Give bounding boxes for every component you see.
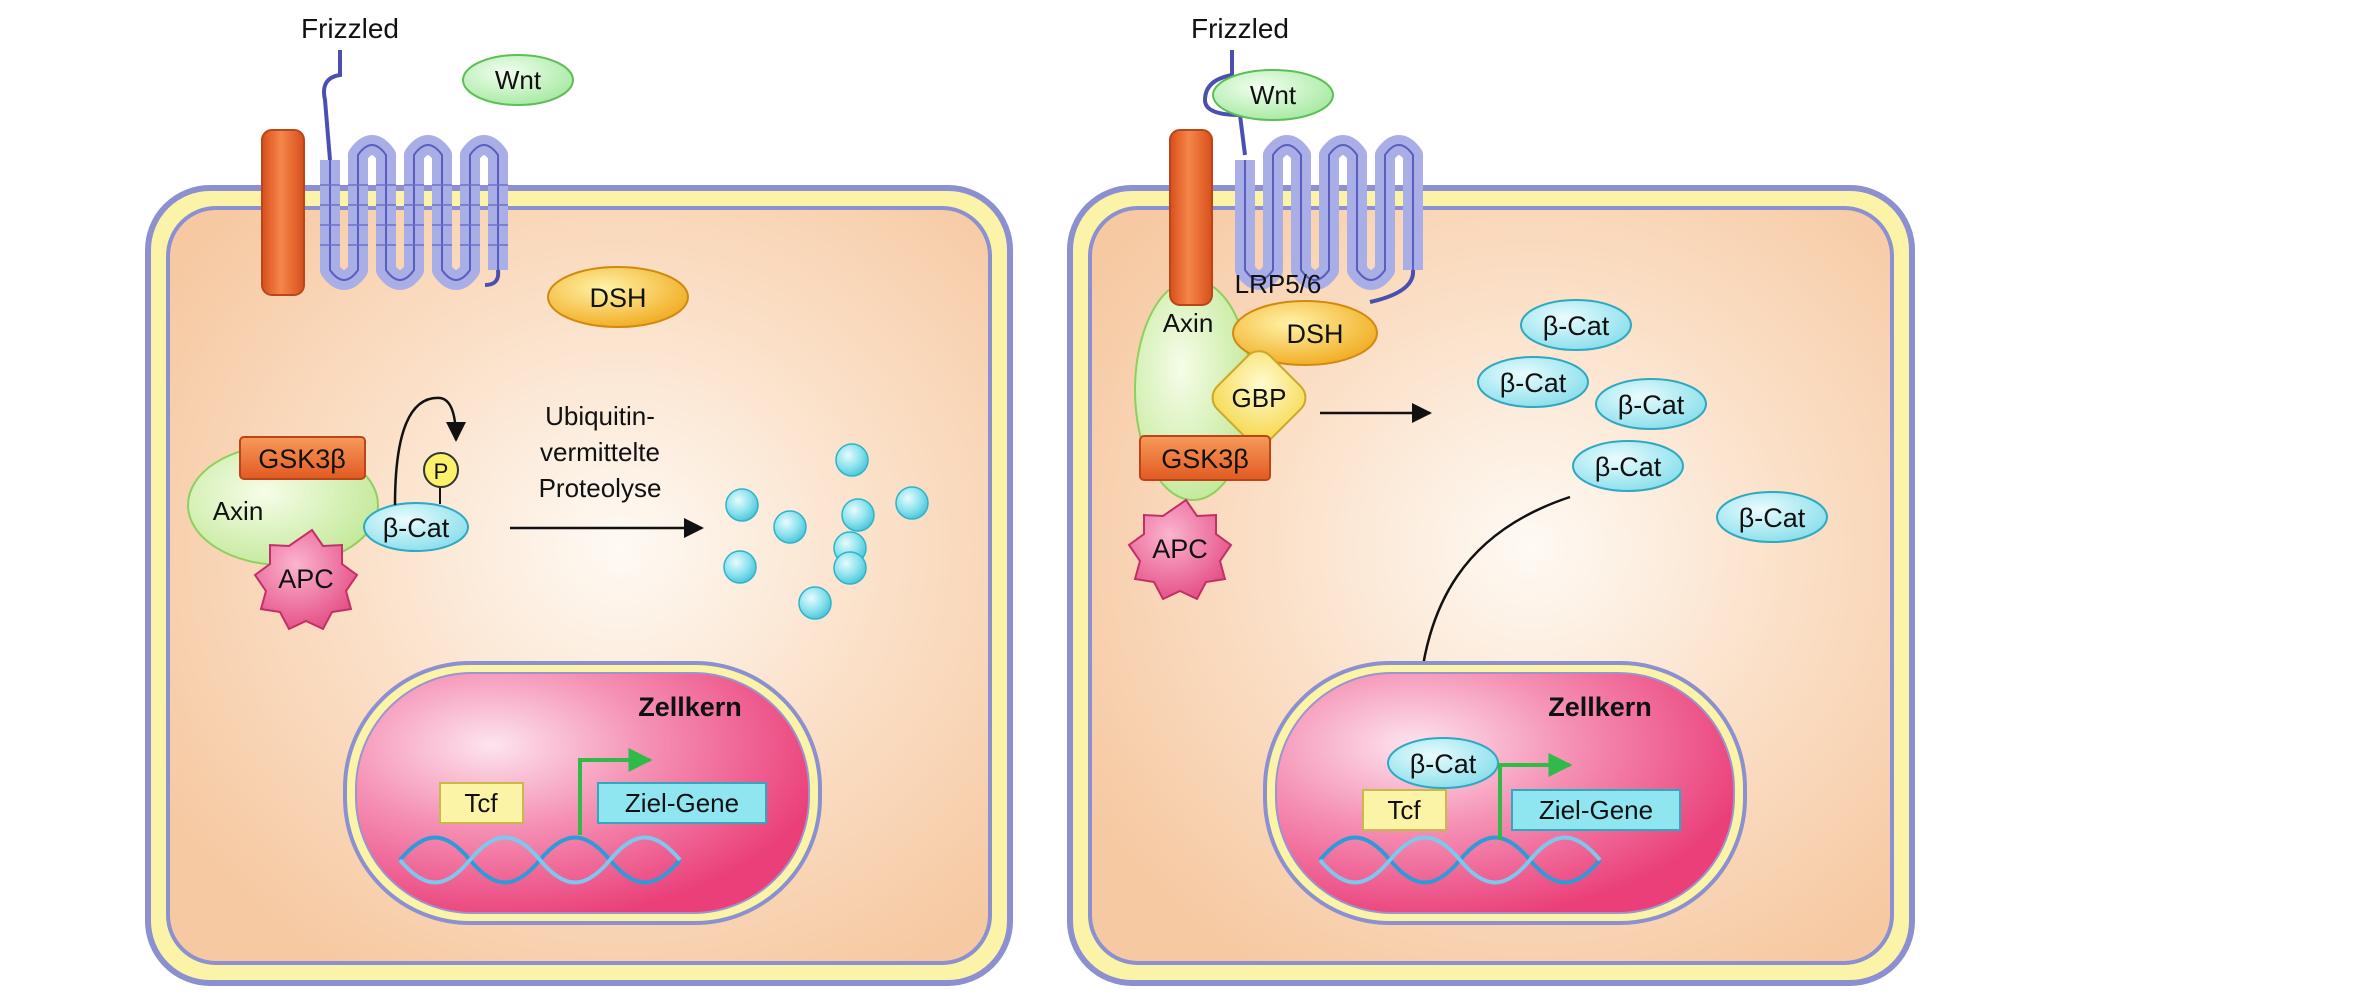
right-target-genes-label: Ziel-Gene [1539,795,1653,825]
left-bcat-label: β-Cat [383,513,450,543]
bcat-protein [1520,299,1632,351]
fragment-ball [723,550,757,584]
left-frizzled-receptor [320,50,508,290]
fragment-ball [833,551,867,585]
left-destruction-complex: Axin GSK3β APC β-Cat P [187,396,469,631]
left-proteolysis-text: Ubiquitin- vermittelte Proteolyse [539,401,662,503]
right-nucleus: Zellkern β-Cat Tcf Ziel-Gene [1263,661,1747,925]
right-gsk3b-label: GSK3β [1161,444,1249,474]
right-transcription-arrow [1498,753,1573,840]
right-cytoplasmic-bcat: β-Cat β-Cat β-Cat β-Cat β-Cat [1477,299,1828,543]
left-degraded-fragments [723,443,929,620]
right-frizzled-label: Frizzled [1191,13,1289,44]
left-bcat [363,502,469,552]
fragment-ball [798,586,832,620]
right-gbp-label: GBP [1232,383,1287,413]
right-wnt: Wnt [1212,69,1334,121]
right-nucleus-label: Zellkern [1548,692,1652,722]
fragment-ball [725,488,759,522]
fragment-ball [773,510,807,544]
fragment-ball [841,498,875,532]
bcat-protein [1595,378,1707,430]
right-dsh-label: DSH [1286,319,1343,349]
bcat-label: β-Cat [1618,390,1685,420]
left-dna [398,835,682,885]
bcat-protein [1477,356,1589,408]
left-tcf [439,782,524,824]
fragment-ball [835,443,869,477]
left-apc [253,528,359,631]
right-tcf [1362,789,1447,831]
right-apc-label: APC [1152,534,1208,564]
right-nuclear-bcat-label: β-Cat [1410,749,1477,779]
left-cell: Frizzled Wnt DSH Axin GSK3β APC β-Cat P … [145,13,1013,986]
bcat-label: β-Cat [1543,311,1610,341]
left-wnt: Wnt [462,54,574,106]
bcat-label: β-Cat [1739,503,1806,533]
right-gsk3b [1139,435,1271,481]
bcat-label: β-Cat [1500,368,1567,398]
right-wnt-label: Wnt [1250,80,1297,110]
right-lrp-receptor [1169,129,1213,306]
left-target-genes [597,782,767,824]
left-gsk3b-label: GSK3β [258,444,346,474]
left-transcription-arrow [578,748,653,835]
bcat-protein [1572,440,1684,492]
left-nucleus: Zellkern Tcf Ziel-Gene [343,661,822,925]
right-axin-label: Axin [1163,308,1214,338]
left-phosphate-label: P [434,459,449,484]
right-target-genes [1511,789,1681,831]
left-lrp-receptor [261,129,305,296]
left-tcf-label: Tcf [464,788,498,818]
right-dna [1318,835,1602,885]
right-tcf-label: Tcf [1387,795,1421,825]
bcat-label: β-Cat [1595,452,1662,482]
left-dsh: DSH [547,266,689,328]
right-cell: Axin Frizzled Wnt LRP5/6 DSH GBP GSK3β A… [1067,13,1915,986]
left-nucleus-label: Zellkern [638,692,742,722]
left-phosphate [423,452,459,488]
right-dsh: DSH [1232,300,1378,366]
left-axin-label: Axin [213,496,264,526]
bcat-protein [1716,491,1828,543]
left-proteolysis-line-3: Proteolyse [539,473,662,503]
left-proteolysis-line-2: vermittelte [540,437,660,467]
right-frizzled-receptor [1202,50,1423,304]
left-wnt-label: Wnt [495,65,542,95]
right-apc [1127,498,1233,601]
right-lrp-label: LRP5/6 [1235,269,1322,299]
fragment-ball [895,486,929,520]
left-dsh-label: DSH [589,283,646,313]
left-phosphorylation-arrow [393,396,466,506]
left-target-genes-label: Ziel-Gene [625,788,739,818]
left-gsk3b [239,436,366,480]
right-gbp: GBP [1211,350,1307,446]
left-frizzled-label: Frizzled [301,13,399,44]
left-proteolysis-line-1: Ubiquitin- [545,401,655,431]
left-apc-label: APC [278,564,334,594]
